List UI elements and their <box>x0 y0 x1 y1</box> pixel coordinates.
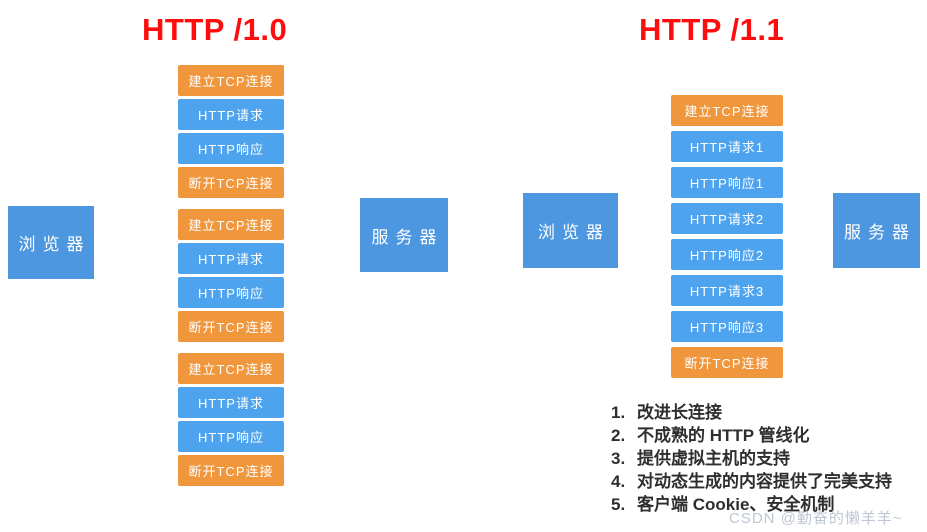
http10-sequence: 建立TCP连接 HTTP请求 HTTP响应 断开TCP连接 建立TCP连接 HT… <box>178 65 284 486</box>
step-establish-tcp: 建立TCP连接 <box>178 209 284 240</box>
list-item-number: 2. <box>611 426 626 445</box>
list-item-number: 5. <box>611 495 626 514</box>
list-item-number: 1. <box>611 403 626 422</box>
list-item: 4. 对动态生成的内容提供了完美支持 <box>611 470 892 493</box>
list-item: 3. 提供虚拟主机的支持 <box>611 447 892 470</box>
step-http-response: HTTP响应 <box>178 277 284 308</box>
http10-server-label: 服务器 <box>371 227 444 247</box>
step-http-request-2: HTTP请求2 <box>671 203 783 234</box>
http10-cycle-1: 建立TCP连接 HTTP请求 HTTP响应 断开TCP连接 <box>178 65 284 198</box>
step-http-request: HTTP请求 <box>178 387 284 418</box>
list-item-text: 提供虚拟主机的支持 <box>637 449 790 468</box>
http11-browser-box: 浏览器 <box>523 193 618 268</box>
step-http-response: HTTP响应 <box>178 421 284 452</box>
step-http-request: HTTP请求 <box>178 99 284 130</box>
step-http-request-1: HTTP请求1 <box>671 131 783 162</box>
list-item-number: 3. <box>611 449 626 468</box>
step-close-tcp: 断开TCP连接 <box>178 455 284 486</box>
csdn-watermark: CSDN @勤奋的懒羊羊~ <box>729 510 903 527</box>
http11-browser-label: 浏览器 <box>538 223 610 242</box>
step-close-tcp: 断开TCP连接 <box>178 311 284 342</box>
list-item: 5. 客户端 Cookie、安全机制 <box>611 493 892 516</box>
http11-title: HTTP /1.1 <box>639 12 785 47</box>
step-http-response: HTTP响应 <box>178 133 284 164</box>
http10-cycle-3: 建立TCP连接 HTTP请求 HTTP响应 断开TCP连接 <box>178 353 284 486</box>
step-establish-tcp: 建立TCP连接 <box>671 95 783 126</box>
list-item-number: 4. <box>611 472 626 491</box>
http10-browser-box: 浏览器 <box>8 206 94 279</box>
step-http-request-3: HTTP请求3 <box>671 275 783 306</box>
http10-title: HTTP /1.0 <box>142 12 288 47</box>
step-http-response-1: HTTP响应1 <box>671 167 783 198</box>
http10-browser-label: 浏览器 <box>18 235 91 254</box>
list-item-text: 对动态生成的内容提供了完美支持 <box>637 472 892 491</box>
list-item-text: 客户端 Cookie、安全机制 <box>637 495 835 514</box>
list-item: 2. 不成熟的 HTTP 管线化 <box>611 424 892 447</box>
list-item-text: 改进长连接 <box>637 403 722 422</box>
step-close-tcp: 断开TCP连接 <box>671 347 783 378</box>
step-http-response-2: HTTP响应2 <box>671 239 783 270</box>
step-establish-tcp: 建立TCP连接 <box>178 353 284 384</box>
http11-feature-list: 1. 改进长连接 2. 不成熟的 HTTP 管线化 3. 提供虚拟主机的支持 4… <box>611 401 892 516</box>
step-http-request: HTTP请求 <box>178 243 284 274</box>
list-item: 1. 改进长连接 <box>611 401 892 424</box>
http11-sequence: 建立TCP连接 HTTP请求1 HTTP响应1 HTTP请求2 HTTP响应2 … <box>671 95 783 378</box>
step-http-response-3: HTTP响应3 <box>671 311 783 342</box>
http10-cycle-2: 建立TCP连接 HTTP请求 HTTP响应 断开TCP连接 <box>178 209 284 342</box>
http11-server-box: 服务器 <box>833 193 920 268</box>
http11-server-label: 服务器 <box>844 223 916 242</box>
step-close-tcp: 断开TCP连接 <box>178 167 284 198</box>
list-item-text: 不成熟的 HTTP 管线化 <box>637 426 810 445</box>
step-establish-tcp: 建立TCP连接 <box>178 65 284 96</box>
http10-server-box: 服务器 <box>360 198 448 272</box>
